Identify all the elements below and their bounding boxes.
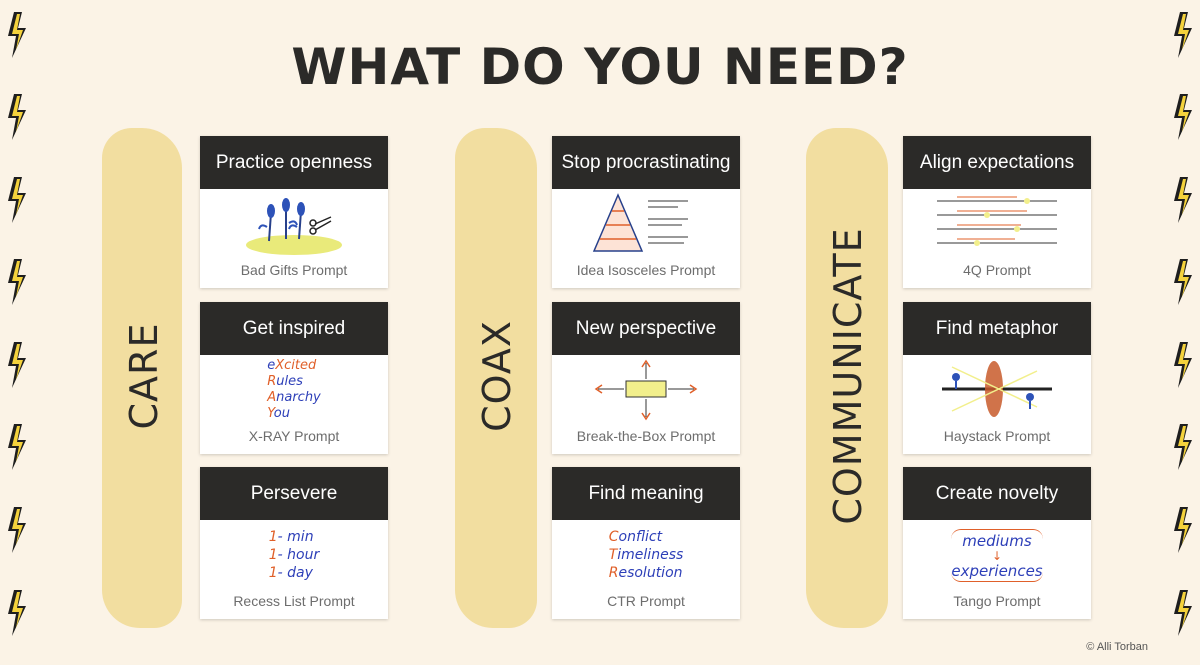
lightning-bolt-icon	[1174, 507, 1192, 553]
card-caption: Bad Gifts Prompt	[240, 262, 348, 278]
lightning-bolt-icon	[8, 259, 26, 305]
lightning-bolt-icon	[1174, 342, 1192, 388]
card-caption: CTR Prompt	[607, 593, 685, 609]
scales-icon	[903, 189, 1091, 259]
card-header: Get inspired	[200, 302, 388, 355]
column-label-care: CARE	[122, 322, 166, 430]
prompt-card-tango[interactable]: Create novelty mediums ↓ experiences Tan…	[903, 467, 1091, 619]
xray-acrostic: eXcited Rules Anarchy You	[267, 358, 321, 421]
prompt-card-recess-list[interactable]: Persevere 1- min 1- hour 1- day Recess L…	[200, 467, 388, 619]
flowers-scissors-icon	[200, 189, 388, 259]
card-caption: Tango Prompt	[953, 593, 1041, 609]
card-header: Practice openness	[200, 136, 388, 189]
card-header: Find metaphor	[903, 302, 1091, 355]
column-label-coax: COAX	[475, 320, 519, 432]
page-title: WHAT DO YOU NEED?	[291, 38, 909, 96]
card-header: New perspective	[552, 302, 740, 355]
lightning-bolt-icon	[1174, 12, 1192, 58]
card-caption: Haystack Prompt	[943, 428, 1051, 444]
lightning-bolt-icon	[1174, 424, 1192, 470]
column-stripe-coax	[455, 128, 537, 628]
credit-text: © Alli Torban	[1086, 641, 1148, 653]
recess-list: 1- min 1- hour 1- day	[268, 529, 320, 581]
card-header: Align expectations	[903, 136, 1091, 189]
lightning-bolt-icon	[8, 590, 26, 636]
card-header: Persevere	[200, 467, 388, 520]
prompt-card-haystack[interactable]: Find metaphor Haystack Prompt	[903, 302, 1091, 454]
haystack-icon	[903, 355, 1091, 425]
card-caption: Recess List Prompt	[233, 593, 355, 609]
prompt-card-break-the-box[interactable]: New perspective Break-the-Box Prompt	[552, 302, 740, 454]
card-caption: 4Q Prompt	[963, 262, 1031, 278]
tango-words: mediums ↓ experiences	[903, 520, 1091, 590]
column-label-communicate: COMMUNICATE	[826, 227, 870, 525]
lightning-bolt-icon	[8, 342, 26, 388]
ctr-acrostic: Conflict Timeliness Resolution	[608, 529, 684, 581]
prompt-card-4q[interactable]: Align expectations 4Q Prompt	[903, 136, 1091, 288]
card-header: Create novelty	[903, 467, 1091, 520]
box-arrows-icon	[552, 355, 740, 425]
prompt-card-xray[interactable]: Get inspired eXcited Rules Anarchy You X…	[200, 302, 388, 454]
card-header: Find meaning	[552, 467, 740, 520]
column-stripe-communicate	[806, 128, 888, 628]
lightning-bolt-icon	[8, 12, 26, 58]
lightning-bolt-icon	[8, 507, 26, 553]
lightning-bolt-icon	[1174, 259, 1192, 305]
lightning-bolt-icon	[8, 94, 26, 140]
lightning-bolt-icon	[1174, 590, 1192, 636]
prompt-card-bad-gifts[interactable]: Practice openness Bad Gifts Prompt	[200, 136, 388, 288]
lightning-bolt-icon	[1174, 177, 1192, 223]
column-stripe-care	[102, 128, 182, 628]
lightning-bolt-icon	[8, 424, 26, 470]
card-caption: Break-the-Box Prompt	[576, 428, 716, 444]
lightning-bolt-icon	[8, 177, 26, 223]
prompt-card-ctr[interactable]: Find meaning Conflict Timeliness Resolut…	[552, 467, 740, 619]
prompt-card-idea-isosceles[interactable]: Stop procrastinating Idea Isosceles Prom…	[552, 136, 740, 288]
card-header: Stop procrastinating	[552, 136, 740, 189]
pyramid-icon	[552, 189, 740, 259]
card-caption: Idea Isosceles Prompt	[576, 262, 716, 278]
lightning-bolt-icon	[1174, 94, 1192, 140]
card-caption: X-RAY Prompt	[248, 428, 340, 444]
